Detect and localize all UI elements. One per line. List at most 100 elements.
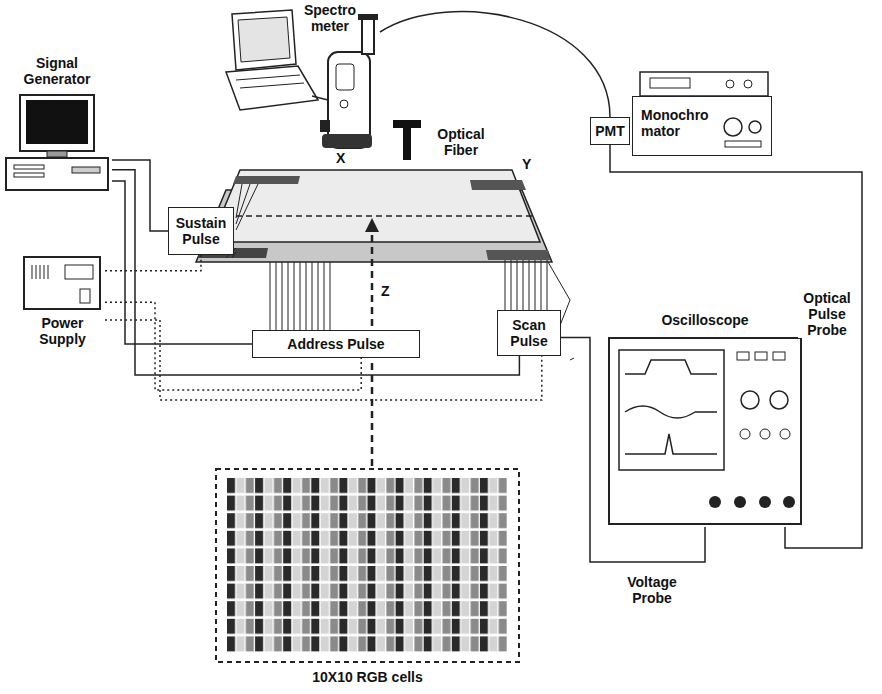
fiber-probe-part xyxy=(403,128,411,160)
rgb-cell-array-part xyxy=(215,468,520,665)
electrode-leads-part xyxy=(505,260,547,310)
node-text: 10X10 RGB cells xyxy=(215,669,520,685)
monochromator-part-part xyxy=(749,121,761,133)
pdp-panel xyxy=(196,170,552,262)
probe-label: Optical Pulse Probe xyxy=(798,290,856,338)
laptop-part xyxy=(236,75,304,88)
monochromator-top-part xyxy=(744,80,752,88)
power-supply-part-part xyxy=(24,257,100,309)
pdp-panel-part xyxy=(470,180,526,190)
fiber-probe xyxy=(393,120,421,160)
signal-generator-part-part xyxy=(26,100,88,144)
signal-generator-part-part xyxy=(6,158,108,190)
laptop-part xyxy=(312,96,328,100)
spectrometer-part-part xyxy=(340,100,348,108)
monochromator-top-part xyxy=(650,78,690,88)
axis-label: Z xyxy=(381,283,390,299)
spectrometer-part-part xyxy=(336,64,354,90)
pdp-panel-part xyxy=(233,176,300,184)
oscilloscope-part-part xyxy=(609,338,801,524)
node-text: Oscilloscope xyxy=(605,312,805,328)
signal-generator-part-part xyxy=(47,151,67,157)
z-view-arrow-part xyxy=(365,218,379,232)
oscilloscope-part-part xyxy=(709,496,721,508)
electrode-leads-part xyxy=(270,262,330,330)
spectrometer-part-part xyxy=(322,134,372,148)
signal-line xyxy=(380,12,610,117)
pulse-box: Scan Pulse xyxy=(497,310,561,356)
node-text: Signal Generator xyxy=(12,55,102,87)
monochromator: Monochro mator xyxy=(632,96,772,156)
node-text: Address Pulse xyxy=(287,336,384,352)
oscilloscope-part-part xyxy=(734,496,746,508)
monochromator-top-part xyxy=(726,80,734,88)
oscilloscope: Oscilloscope xyxy=(605,312,805,527)
signal-line xyxy=(112,170,519,375)
z-view-arrow-part xyxy=(371,362,374,466)
oscilloscope-part-part xyxy=(783,496,795,508)
oscilloscope-part-part xyxy=(737,352,749,360)
probe-label: Voltage Probe xyxy=(616,574,688,606)
spectrometer-part-part xyxy=(328,52,370,148)
laptop-part xyxy=(232,10,296,70)
laptop-part xyxy=(238,17,290,62)
pulse-box: Sustain Pulse xyxy=(168,207,234,255)
rgb-cell-array: 10X10 RGB cells xyxy=(215,468,520,690)
power-supply: Power Supply xyxy=(20,255,105,360)
pmt-box: PMT xyxy=(590,117,630,145)
pulse-box: Address Pulse xyxy=(252,330,420,358)
signal-line xyxy=(112,160,168,231)
monochromator-part-part xyxy=(724,118,742,136)
node-text: Monochro mator xyxy=(641,107,723,139)
node-text: Spectro meter xyxy=(300,2,360,34)
node-text: Power Supply xyxy=(20,315,105,347)
power-line xyxy=(105,320,542,400)
monochromator-part-part xyxy=(725,141,761,147)
power-supply-part-part xyxy=(65,265,93,279)
spectrometer-part-part xyxy=(358,14,378,20)
oscilloscope-part-part xyxy=(625,406,717,418)
electrode-label: X xyxy=(336,150,345,166)
power-supply-part-part xyxy=(80,289,90,303)
signal-line xyxy=(610,145,862,548)
oscilloscope-part-part xyxy=(773,352,785,360)
oscilloscope-part-part xyxy=(625,360,717,374)
pdp-panel-part xyxy=(486,250,550,260)
z-view-arrow-part xyxy=(371,228,374,326)
signal-generator: Signal Generator xyxy=(2,55,112,195)
pdp-panel-part xyxy=(210,170,540,242)
pdp-panel-part xyxy=(216,215,536,217)
oscilloscope-part-part xyxy=(755,352,767,360)
spectrometer-part-part xyxy=(320,120,330,132)
oscilloscope-part-part xyxy=(619,350,724,470)
fiber-probe-part xyxy=(393,120,421,128)
oscilloscope-part xyxy=(605,312,805,527)
monochromator-top xyxy=(640,72,768,96)
oscilloscope-part-part xyxy=(780,429,790,439)
oscilloscope-part-part xyxy=(740,429,750,439)
oscilloscope-part-part xyxy=(759,496,771,508)
electrode-label: Y xyxy=(522,156,531,172)
signal-generator-part-part xyxy=(14,173,44,177)
fiber-label: Optical Fiber xyxy=(430,126,492,158)
power-supply-part-part xyxy=(32,265,48,279)
signal-line xyxy=(112,181,252,344)
node-text: PMT xyxy=(595,123,625,139)
spectrometer-part-part xyxy=(362,18,374,54)
monochromator-top-part xyxy=(640,72,768,96)
oscilloscope-part-part xyxy=(760,429,770,439)
signal-generator-part-part xyxy=(20,95,94,151)
oscilloscope-part-part xyxy=(770,391,788,409)
spectrometer: Spectro meter xyxy=(300,2,380,152)
laptop-part xyxy=(226,66,318,110)
signal-generator-part-part xyxy=(72,167,100,173)
rgb-cell-array-part-part xyxy=(227,478,508,654)
oscilloscope-part-part xyxy=(625,434,717,454)
node-text: Sustain Pulse xyxy=(173,215,229,247)
oscilloscope-part-part xyxy=(741,391,759,409)
power-line xyxy=(105,255,201,271)
node-text: Scan Pulse xyxy=(502,317,556,349)
electrode-leads xyxy=(226,184,574,360)
rgb-cell-array-part-part xyxy=(216,469,519,662)
